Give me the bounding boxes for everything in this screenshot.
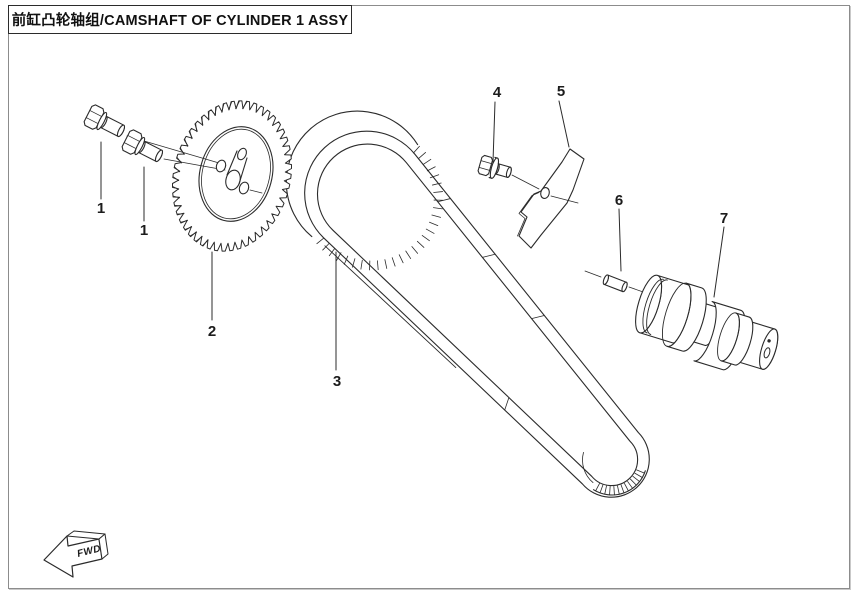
callout-label-4: 4 xyxy=(493,84,502,101)
part-bolt-1a xyxy=(82,103,129,143)
part-timing-chain xyxy=(285,110,650,498)
part-camshaft-sprocket xyxy=(126,100,292,252)
callout-label-5: 5 xyxy=(557,83,565,100)
callout-label-1b: 1 xyxy=(140,222,148,239)
callout-label-6: 6 xyxy=(615,192,623,209)
part-lock-plate xyxy=(511,148,585,249)
part-flange-bolt xyxy=(477,154,512,179)
fwd-direction-arrow xyxy=(43,530,109,578)
part-camshaft xyxy=(635,274,779,371)
title-box: 前缸凸轮轴组/CAMSHAFT OF CYLINDER 1 ASSY xyxy=(8,5,352,34)
callout-label-2: 2 xyxy=(208,323,216,340)
page-title: 前缸凸轮轴组/CAMSHAFT OF CYLINDER 1 ASSY xyxy=(11,13,349,29)
callout-label-7: 7 xyxy=(720,210,728,227)
callout-leader-lines xyxy=(100,100,725,371)
part-dowel-pin xyxy=(602,274,628,293)
page-border xyxy=(8,5,850,589)
callout-label-1a: 1 xyxy=(97,200,105,217)
callout-label-3: 3 xyxy=(333,373,341,390)
part-bolt-1b xyxy=(120,128,167,168)
exploded-view-art xyxy=(43,100,779,578)
